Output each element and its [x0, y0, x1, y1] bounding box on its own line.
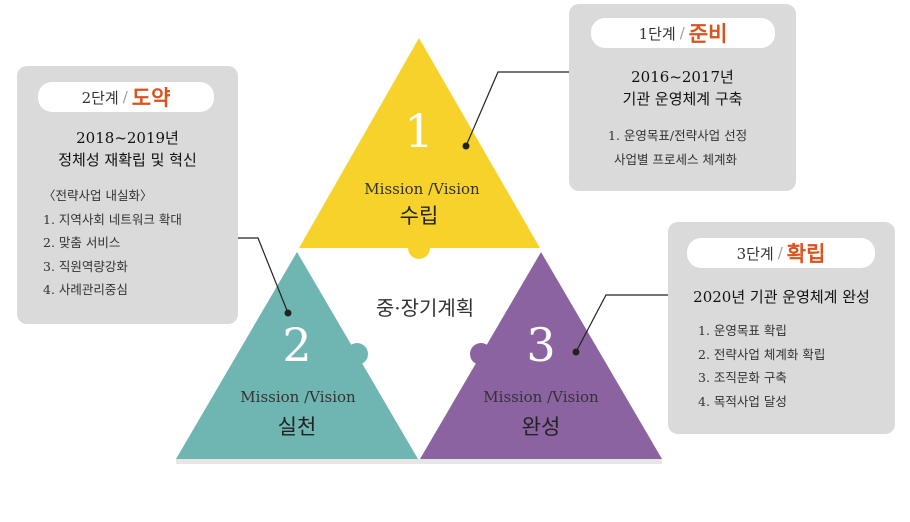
stage2-heading-line: 정체성 재확립 및 혁신: [58, 151, 197, 169]
list-item: 1. 운영목표 확립: [698, 323, 787, 338]
list-item: 2. 전략사업 체계화 확립: [698, 346, 826, 362]
connector-dot-stage1: [462, 142, 470, 150]
triangle-right: [420, 252, 662, 459]
stage1-heading-line: 기관 운영체계 구축: [622, 90, 743, 108]
triangle-right-number: 3: [526, 318, 556, 372]
stage1-pill: 1단계 / 준비: [591, 18, 775, 48]
stage3-list: 1. 운영목표 확립 2. 전략사업 체계화 확립 3. 조직문화 구축 4. …: [698, 319, 825, 413]
triangle-right-title: 완성: [521, 415, 561, 439]
list-item: 1. 지역사회 네트워크 확대: [43, 211, 182, 227]
stage1-card: 1단계 / 준비 2016~2017년 기관 운영체계 구축 1. 운영목표/전…: [569, 4, 796, 191]
stage3-pill-stage: 3단계: [736, 244, 774, 263]
stage3-card: 3단계 / 확립 2020년 기관 운영체계 완성 1. 운영목표 확립 2. …: [668, 222, 895, 434]
triangle-top-mission: Mission /Vision: [364, 180, 480, 198]
stage2-pill: 2단계 / 도약: [38, 82, 214, 112]
triangle-top-tab: [408, 237, 430, 259]
stage2-pill-accent: 도약: [131, 85, 171, 110]
triangle-left: [176, 252, 418, 459]
stage3-pill-sep: /: [777, 244, 783, 262]
list-item: 4. 목적사업 달성: [698, 393, 787, 409]
connector-stage3: [575, 294, 668, 353]
stage3-pill: 3단계 / 확립: [687, 238, 875, 268]
center-label: 중·장기계획: [375, 296, 475, 320]
list-item: 2. 맞춤 서비스: [43, 235, 121, 250]
stage2-pill-sep: /: [122, 88, 128, 106]
list-item: 1. 운영목표/전략사업 선정: [608, 128, 748, 143]
stage2-heading-line: 2018~2019년: [76, 129, 179, 147]
list-item: 〈전략사업 내실화〉: [43, 188, 153, 203]
stage1-pill-sep: /: [679, 24, 685, 42]
stage1-heading: 2016~2017년 기관 운영체계 구축: [569, 66, 796, 110]
list-item: 사업별 프로세스 체계화: [614, 151, 737, 167]
stage3-heading-line: 2020년 기관 운영체계 완성: [693, 288, 870, 306]
connector-dot-stage3: [572, 348, 580, 356]
stage3-pill-accent: 확립: [786, 241, 826, 266]
base-line: [176, 459, 662, 464]
triangle-right-tab: [470, 343, 492, 365]
stage1-pill-stage: 1단계: [638, 24, 676, 43]
stage2-card: 2단계 / 도약 2018~2019년 정체성 재확립 및 혁신 〈전략사업 내…: [17, 66, 238, 324]
triangle-left-tab: [346, 343, 368, 365]
list-item: 3. 직원역량강화: [43, 258, 128, 274]
triangle-top-title: 수립: [399, 204, 439, 228]
stage1-heading-line: 2016~2017년: [631, 68, 734, 86]
connector-dot-stage2: [284, 309, 292, 317]
triangle-top: [299, 38, 540, 248]
connector-stage2: [238, 237, 289, 314]
stage2-pill-stage: 2단계: [81, 88, 119, 107]
stage1-list: 1. 운영목표/전략사업 선정 사업별 프로세스 체계화: [608, 124, 747, 171]
triangle-right-mission: Mission /Vision: [483, 388, 599, 406]
triangle-left-title: 실천: [277, 415, 317, 439]
triangle-left-number: 2: [282, 318, 312, 372]
triangle-left-mission: Mission /Vision: [240, 388, 356, 406]
stage2-heading: 2018~2019년 정체성 재확립 및 혁신: [17, 127, 238, 171]
triangle-top-number: 1: [404, 104, 434, 158]
stage1-pill-accent: 준비: [688, 21, 728, 46]
list-item: 4. 사례관리중심: [43, 282, 128, 297]
list-item: 3. 조직문화 구축: [698, 370, 787, 385]
connector-stage1: [465, 71, 569, 147]
stage3-heading: 2020년 기관 운영체계 완성: [668, 286, 895, 308]
stage2-list: 〈전략사업 내실화〉 1. 지역사회 네트워크 확대 2. 맞춤 서비스 3. …: [43, 184, 182, 302]
